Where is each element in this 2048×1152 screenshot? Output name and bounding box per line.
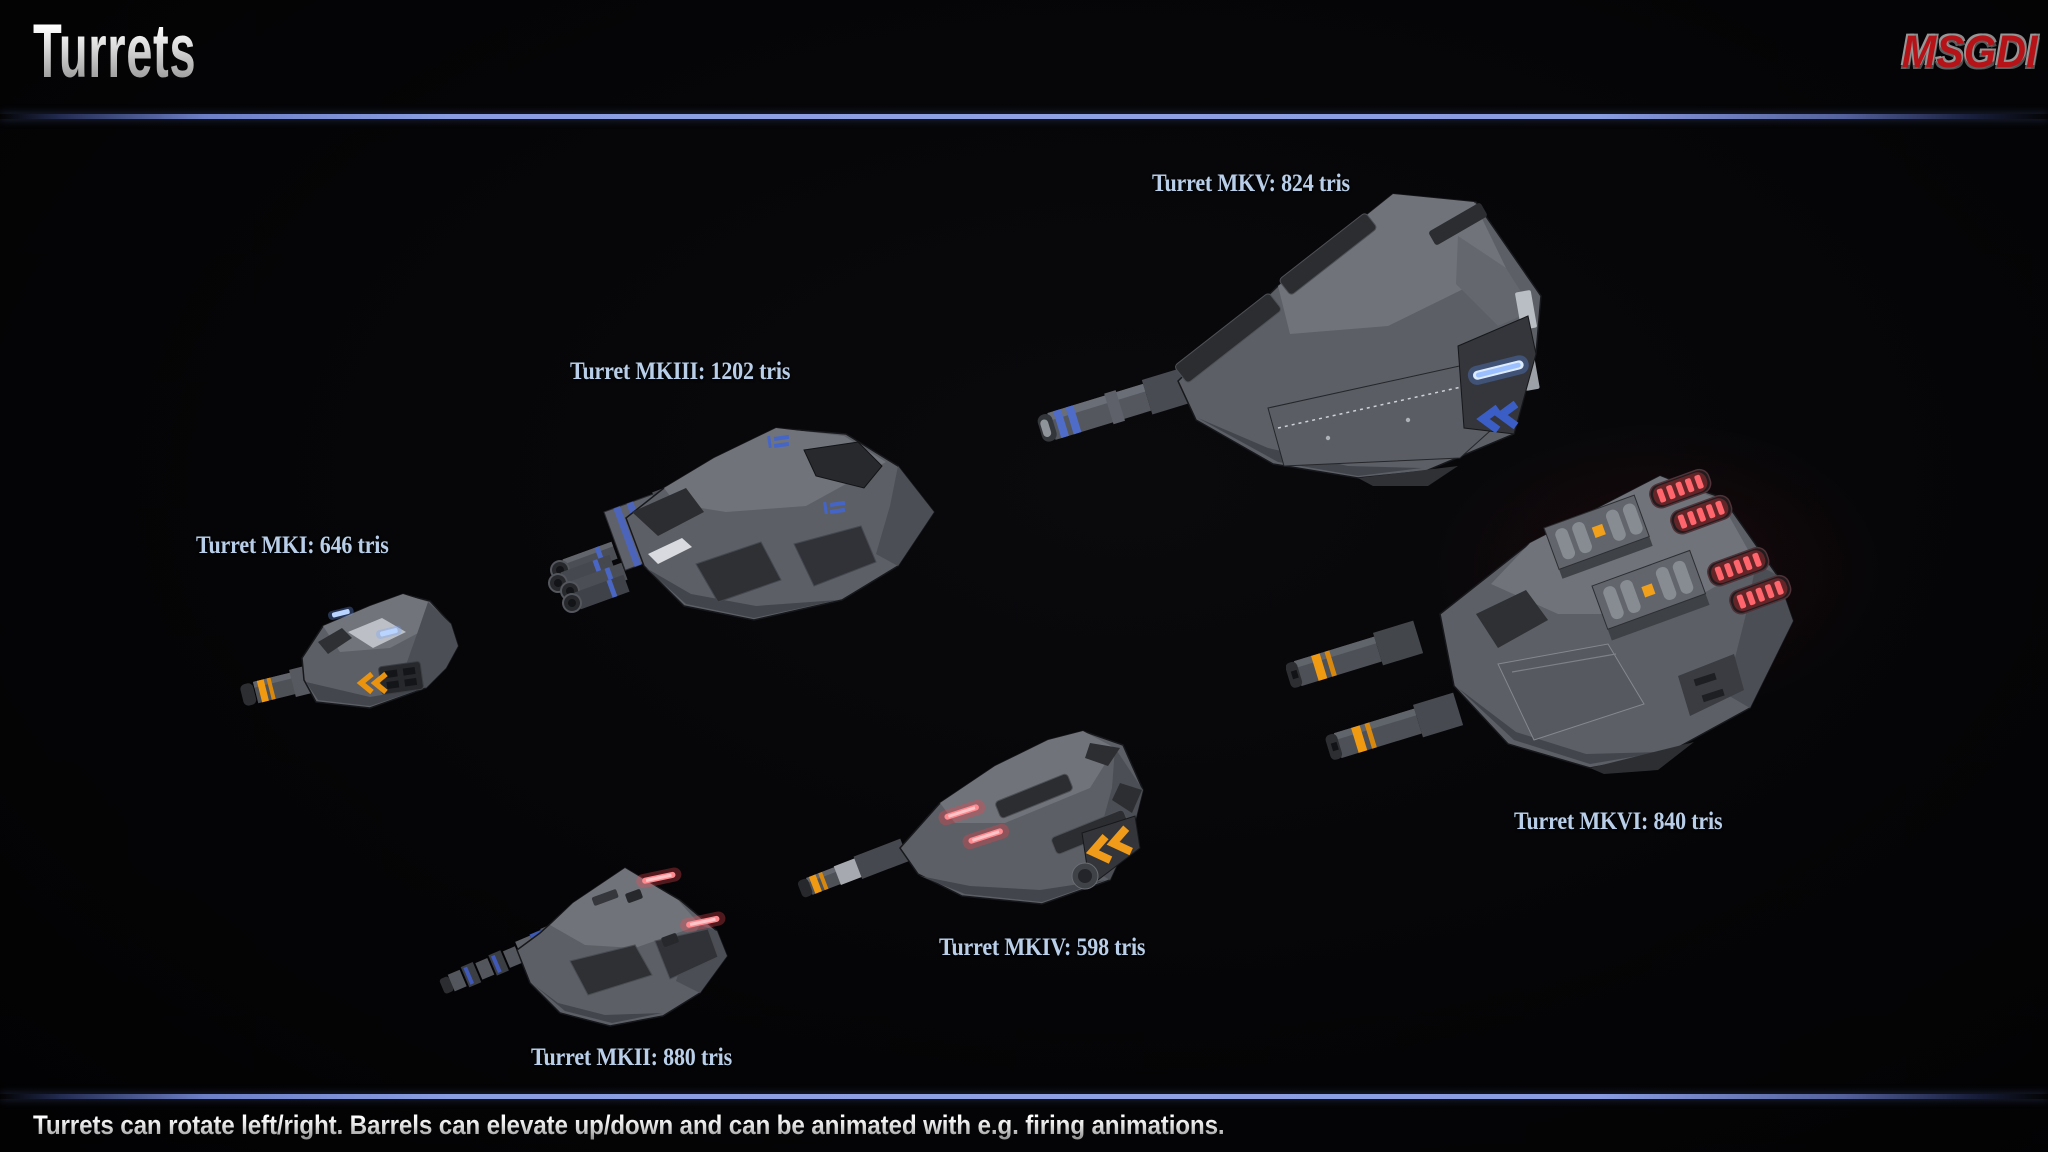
turret-mki-model [240,593,459,709]
turret-mkv-barrel [1037,364,1203,442]
page-title: Turrets [33,9,197,94]
turret-mkvi-barrel-upper [1286,620,1424,688]
turret-mki-vent-box [378,661,424,695]
turret-mkiii-model [548,427,935,621]
turret-mkvi-barrel-lower [1325,692,1464,760]
brand-logo: MSGDI [1902,26,2038,77]
turret-mkvi-red-vents [1649,468,1792,615]
turret-mkvi-model [1286,468,1794,774]
turret-mkv-model [1037,193,1542,486]
turret-mkvi-launcher-box-b [1591,549,1710,641]
turret-mkiv-chevron-decal [1085,825,1133,864]
turret-mki-label: Turret MKI: 646 tris [196,532,389,559]
turret-mkiii-blue-decals [767,434,846,515]
turret-mkv-label: Turret MKV: 824 tris [1152,170,1350,197]
turret-mkii-label: Turret MKII: 880 tris [531,1044,733,1071]
turret-mkv-chevron-decal [1476,400,1519,434]
turret-mkvi-launcher-box-a [1543,494,1653,579]
turret-mkiv-red-lights [938,799,1010,850]
turret-mkii-red-lights [636,867,726,933]
footer-note: Turrets can rotate left/right. Barrels c… [33,1110,1225,1140]
header-divider [0,114,2048,119]
turret-mkiv-model [797,730,1144,905]
footer-divider [0,1094,2048,1099]
turret-mkvi-label: Turret MKVI: 840 tris [1514,808,1723,835]
turret-mki-chevron-decal [356,671,388,695]
turret-mkiv-label: Turret MKIV: 598 tris [939,934,1146,961]
turret-mkv-blue-light-bar [1467,355,1529,385]
turret-mkii-model [439,867,728,1027]
turret-mkiii-label: Turret MKIII: 1202 tris [570,358,791,385]
turret-mki-blue-lights [327,606,402,639]
turret-mkiv-barrel [797,838,909,898]
